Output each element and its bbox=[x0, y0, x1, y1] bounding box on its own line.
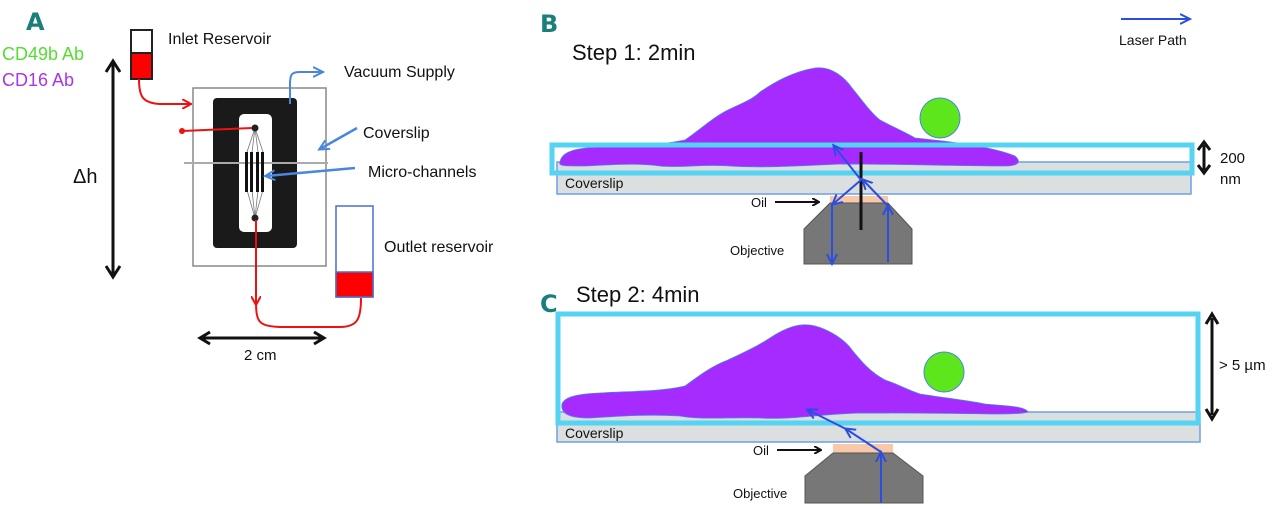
objective-label-b: Objective bbox=[730, 243, 784, 258]
coverslip-pointer bbox=[320, 126, 358, 149]
microfluidic-chip bbox=[179, 87, 328, 267]
panel-b: B Step 1: 2min Laser Path Coverslip 200 … bbox=[540, 10, 1245, 264]
inlet-port bbox=[251, 124, 259, 132]
objective-label-c: Objective bbox=[733, 486, 787, 501]
thickness-arrow-heads-b bbox=[1196, 139, 1212, 176]
coverslip-label-a: Coverslip bbox=[363, 125, 430, 142]
coverslip-label-c: Coverslip bbox=[565, 425, 624, 441]
oil-b bbox=[830, 196, 888, 204]
channel-chamber bbox=[239, 114, 272, 232]
outlet-tubing bbox=[255, 297, 362, 328]
vacuum-supply-label: Vacuum Supply bbox=[344, 64, 455, 81]
panel-a-letter: A bbox=[26, 8, 45, 36]
inlet-tube-segment bbox=[181, 127, 253, 132]
thickness-label-b-2: nm bbox=[1220, 171, 1241, 188]
coverslip-c bbox=[556, 411, 1201, 443]
bead-b bbox=[919, 97, 961, 139]
step-2-title: Step 2: 4min bbox=[576, 282, 700, 307]
outlet-reservoir bbox=[335, 205, 374, 298]
scale-bar-head-right bbox=[313, 330, 327, 346]
micro-channels-pointer bbox=[266, 166, 356, 176]
panel-b-letter: B bbox=[540, 10, 558, 38]
outlet-port bbox=[251, 214, 259, 222]
bead-c bbox=[923, 351, 965, 393]
height-arrow-head-bottom bbox=[104, 265, 122, 280]
outlet-reservoir-label: Outlet reservoir bbox=[384, 239, 494, 256]
illumination-zone-c bbox=[555, 311, 1201, 426]
panel-a: A CD49b Ab CD16 Ab Δh Inlet Reservoir bbox=[2, 8, 494, 364]
outlet-fluid bbox=[335, 271, 374, 298]
objective-c bbox=[804, 452, 924, 504]
cell-c bbox=[561, 324, 1029, 419]
antibody-label-cd49b: CD49b Ab bbox=[2, 44, 84, 64]
tirf-illumination-zone bbox=[549, 142, 1195, 176]
inlet-reservoir-label: Inlet Reservoir bbox=[168, 31, 272, 48]
panel-c-letter: C bbox=[540, 290, 558, 318]
laser-path-c bbox=[808, 410, 881, 503]
vacuum-arrow bbox=[289, 72, 322, 104]
inlet-fluid bbox=[130, 52, 153, 80]
oil-label-c: Oil bbox=[753, 443, 769, 458]
inlet-reservoir bbox=[130, 29, 153, 80]
thickness-label-c: > 5 µm bbox=[1219, 357, 1266, 374]
thickness-arrow-heads-c bbox=[1204, 311, 1220, 422]
micro-channels-label: Micro-channels bbox=[368, 164, 476, 181]
coverslip-label-b: Coverslip bbox=[565, 175, 624, 191]
objective-b bbox=[803, 202, 913, 265]
oil-c bbox=[833, 444, 893, 454]
micro-channels bbox=[245, 152, 264, 192]
panel-c: C Step 2: 4min Coverslip > 5 µm Oil Obje… bbox=[540, 282, 1266, 504]
cell-b bbox=[559, 67, 1019, 168]
height-arrow-head-top bbox=[104, 58, 122, 73]
thickness-label-b-1: 200 bbox=[1220, 150, 1245, 167]
height-label: Δh bbox=[73, 166, 97, 188]
legend-laser-label: Laser Path bbox=[1119, 32, 1187, 48]
scale-bar-label: 2 cm bbox=[244, 347, 277, 364]
inlet-tube-end bbox=[179, 128, 185, 134]
coverslip-b bbox=[556, 161, 1192, 195]
antibody-label-cd16: CD16 Ab bbox=[2, 70, 74, 90]
laser-path-b bbox=[832, 146, 888, 263]
oil-label-b: Oil bbox=[751, 195, 767, 210]
inlet-tubing bbox=[138, 78, 190, 104]
step-1-title: Step 1: 2min bbox=[572, 40, 696, 65]
scale-bar-head-left bbox=[197, 330, 211, 346]
